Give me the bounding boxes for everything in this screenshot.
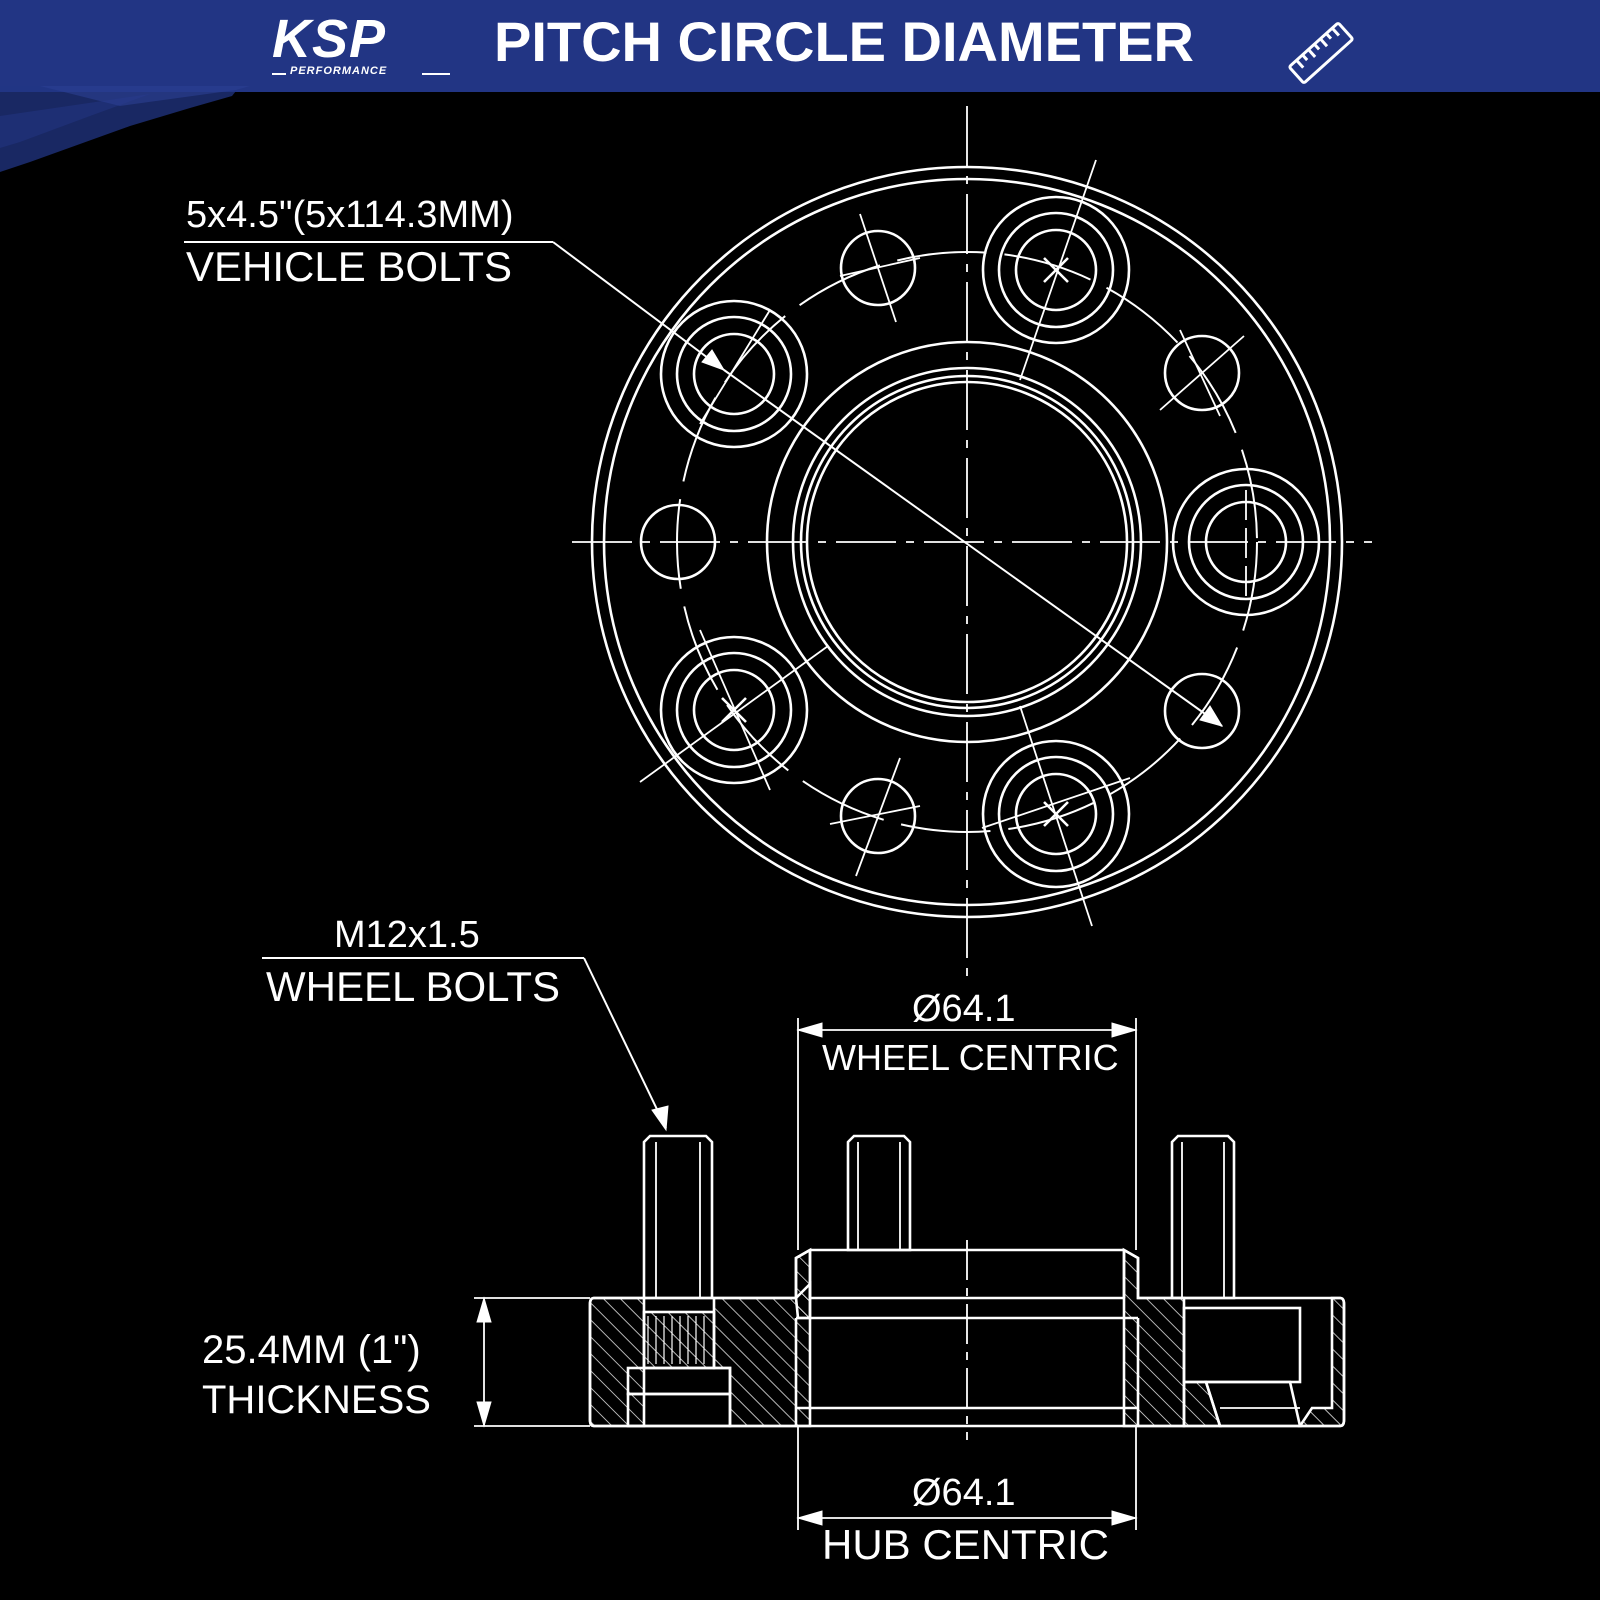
- hub-ring-outer: [765, 340, 1169, 744]
- thickness-label: THICKNESS: [202, 1378, 431, 1422]
- page-title: PITCH CIRCLE DIAMETER: [494, 10, 1194, 73]
- logo-text: KSP: [272, 9, 387, 69]
- wheel-bolt-hole: [639, 629, 829, 791]
- hatch-right-flange: [1297, 1296, 1346, 1428]
- vehicle-bolts-leader: [552, 241, 725, 371]
- hub-centric-arrow-right: [1111, 1510, 1138, 1526]
- hub-centric-value: Ø64.1: [912, 1472, 1016, 1514]
- thickness-arrow-bottom: [476, 1401, 492, 1428]
- hatch-left-flange: [588, 1296, 646, 1428]
- wheel-bolt-hole: [659, 299, 809, 449]
- hatch-left-lip: [794, 1247, 812, 1320]
- outer-rim-inner: [602, 177, 1332, 907]
- ksp-logo: KSP PERFORMANCE: [272, 9, 462, 84]
- wheel-bolt-hole: [1171, 467, 1321, 617]
- wheel-bolt-hole: [981, 705, 1131, 927]
- spacer-side-view: [262, 957, 1346, 1530]
- hub-centric-label: HUB CENTRIC: [822, 1521, 1110, 1568]
- vehicle-bolt-hole: [1159, 329, 1245, 417]
- vehicle-bolt-hole: [829, 757, 921, 877]
- vehicle-bolts-spec: 5x4.5"(5x114.3MM): [186, 194, 514, 236]
- spacer-front-view: [184, 106, 1372, 980]
- brush-stroke-decoration: [0, 86, 250, 172]
- vehicle-bolt-hole: [1163, 672, 1241, 750]
- wheel-bolts-label: WHEEL BOLTS: [266, 963, 561, 1010]
- wheel-bolts-leader: [583, 957, 667, 1129]
- pitch-circle: [676, 251, 1258, 833]
- ruler-icon: [1288, 22, 1354, 84]
- spacer-body-outline: [588, 1248, 1346, 1428]
- pitch-diameter-line: [723, 369, 1223, 727]
- vehicle-bolts-label: VEHICLE BOLTS: [186, 243, 512, 290]
- hub-ring-mid: [791, 366, 1143, 718]
- wheel-bolt-hole: [981, 159, 1131, 381]
- hatch-right-mid: [1122, 1247, 1186, 1428]
- thickness-value: 25.4MM (1"): [202, 1328, 421, 1372]
- vehicle-bolt-hole: [639, 503, 717, 581]
- header-bar: KSP PERFORMANCE PITCH CIRCLE DIAMETER: [0, 0, 1600, 92]
- hatch-right-nut-seat: [1182, 1380, 1222, 1428]
- wheel-centric-label: WHEEL CENTRIC: [822, 1037, 1119, 1078]
- center-bore: [805, 380, 1129, 704]
- wheel-centric-value: Ø64.1: [912, 988, 1016, 1030]
- pitch-diameter-arrow: [1199, 705, 1224, 727]
- wheel-stud-left: [626, 1134, 732, 1428]
- wheel-centric-arrow-right: [1111, 1022, 1138, 1038]
- hub-centric-arrow-left: [796, 1510, 823, 1526]
- wheel-bolts-arrow: [651, 1105, 669, 1132]
- wheel-stud-center: [846, 1134, 912, 1252]
- vehicle-bolt-hole: [839, 213, 921, 323]
- hub-ring-inner: [799, 374, 1135, 710]
- vehicle-bolts-arrow: [701, 349, 726, 371]
- wheel-centric-arrow-left: [796, 1022, 823, 1038]
- logo-rule-right: [422, 73, 450, 75]
- logo-subtext: PERFORMANCE: [290, 65, 388, 77]
- wheel-stud-right: [1170, 1134, 1302, 1428]
- wheel-bolts-spec: M12x1.5: [334, 914, 480, 956]
- outer-rim: [590, 165, 1344, 919]
- thickness-arrow-top: [476, 1296, 492, 1323]
- logo-rule-left: [272, 73, 286, 75]
